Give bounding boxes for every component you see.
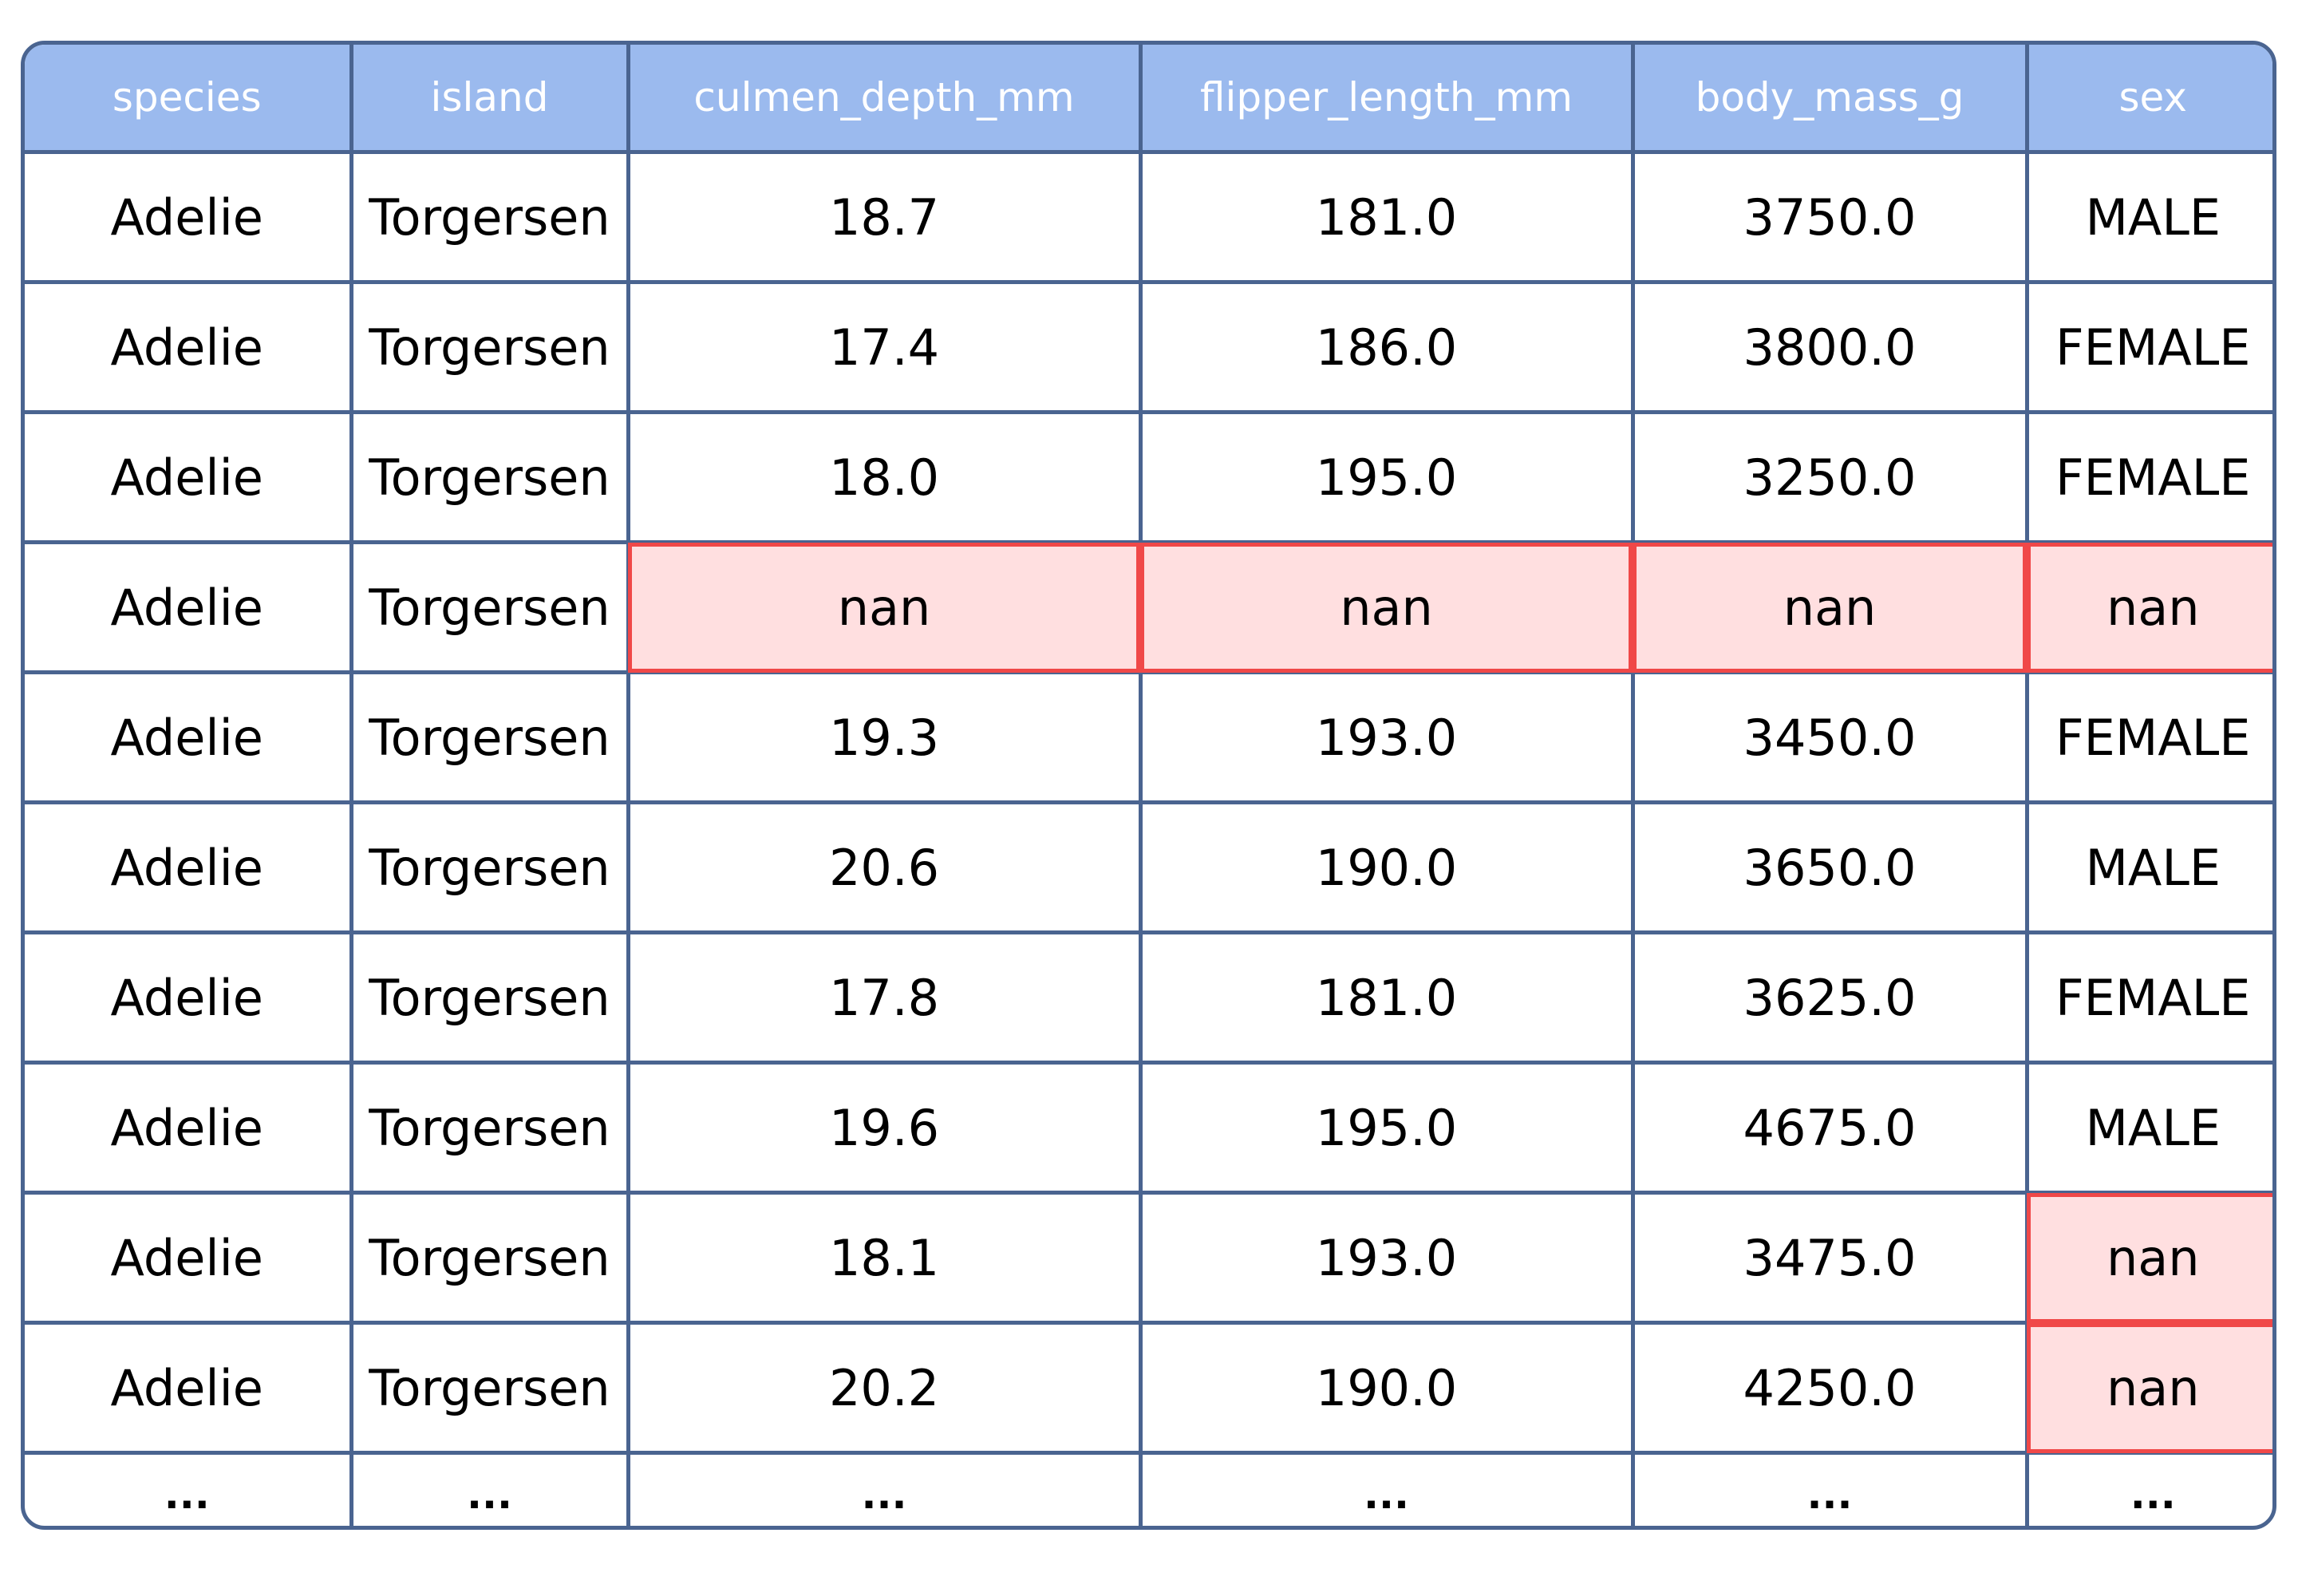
table-cell: 4250.0: [1630, 1321, 2029, 1455]
table-cell: Torgersen: [349, 1321, 630, 1455]
table-cell: 181.0: [1138, 930, 1635, 1065]
column-header-sex: sex: [2024, 45, 2272, 154]
ellipsis-cell: ...: [25, 1451, 353, 1526]
table-cell: 195.0: [1138, 410, 1635, 544]
ellipsis-cell: ...: [626, 1451, 1143, 1526]
table-cell: MALE: [2024, 1061, 2272, 1195]
ellipsis-cell: ...: [1630, 1451, 2029, 1526]
missing-value-cell: nan: [1630, 540, 2029, 674]
table-cell: 190.0: [1138, 800, 1635, 934]
missing-value-cell: nan: [2024, 1191, 2272, 1325]
ellipsis-cell: ...: [349, 1451, 630, 1526]
table-cell: Torgersen: [349, 670, 630, 804]
column-header-island: island: [349, 45, 630, 154]
table-cell: MALE: [2024, 150, 2272, 284]
table-cell: 186.0: [1138, 280, 1635, 414]
table-cell: 20.2: [626, 1321, 1143, 1455]
table-cell: Adelie: [25, 410, 353, 544]
column-header-species: species: [25, 45, 353, 154]
table-cell: Torgersen: [349, 800, 630, 934]
table-cell: FEMALE: [2024, 670, 2272, 804]
column-header-body-mass-g: body_mass_g: [1630, 45, 2029, 154]
ellipsis-cell: ...: [2024, 1451, 2272, 1526]
table-cell: FEMALE: [2024, 410, 2272, 544]
table-cell: Torgersen: [349, 410, 630, 544]
table-cell: 18.1: [626, 1191, 1143, 1325]
table-cell: Adelie: [25, 280, 353, 414]
table-cell: 19.6: [626, 1061, 1143, 1195]
table-cell: 3750.0: [1630, 150, 2029, 284]
missing-value-cell: nan: [2024, 1321, 2272, 1455]
missing-value-cell: nan: [2024, 540, 2272, 674]
table-cell: 19.3: [626, 670, 1143, 804]
table-cell: 181.0: [1138, 150, 1635, 284]
table-cell: FEMALE: [2024, 280, 2272, 414]
table-cell: 195.0: [1138, 1061, 1635, 1195]
table-cell: Adelie: [25, 150, 353, 284]
missing-value-cell: nan: [626, 540, 1143, 674]
table-cell: 17.8: [626, 930, 1143, 1065]
table-cell: 3625.0: [1630, 930, 2029, 1065]
table-cell: 190.0: [1138, 1321, 1635, 1455]
table-cell: Adelie: [25, 670, 353, 804]
missing-value-cell: nan: [1138, 540, 1635, 674]
ellipsis-row: ..................: [25, 1451, 2272, 1526]
table-cell: 193.0: [1138, 1191, 1635, 1325]
table-cell: 3450.0: [1630, 670, 2029, 804]
table-cell: 3250.0: [1630, 410, 2029, 544]
table-cell: 3650.0: [1630, 800, 2029, 934]
column-header-flipper-length-mm: flipper_length_mm: [1138, 45, 1635, 154]
table-cell: Adelie: [25, 540, 353, 674]
table-cell: 20.6: [626, 800, 1143, 934]
table-cell: Torgersen: [349, 1191, 630, 1325]
table-cell: 4675.0: [1630, 1061, 2029, 1195]
table-cell: Adelie: [25, 1061, 353, 1195]
table-cell: Torgersen: [349, 540, 630, 674]
table-cell: Torgersen: [349, 930, 630, 1065]
table-cell: Torgersen: [349, 1061, 630, 1195]
table-cell: Torgersen: [349, 150, 630, 284]
table-cell: 18.7: [626, 150, 1143, 284]
ellipsis-cell: ...: [1138, 1451, 1635, 1526]
column-header-culmen-depth-mm: culmen_depth_mm: [626, 45, 1143, 154]
table-cell: 18.0: [626, 410, 1143, 544]
table-cell: 17.4: [626, 280, 1143, 414]
table-cell: MALE: [2024, 800, 2272, 934]
table-cell: Adelie: [25, 930, 353, 1065]
table-cell: Adelie: [25, 1321, 353, 1455]
table-cell: Torgersen: [349, 280, 630, 414]
table-cell: 3800.0: [1630, 280, 2029, 414]
table-cell: 3475.0: [1630, 1191, 2029, 1325]
table-cell: Adelie: [25, 1191, 353, 1325]
table-cell: 193.0: [1138, 670, 1635, 804]
table-cell: FEMALE: [2024, 930, 2272, 1065]
table-cell: Adelie: [25, 800, 353, 934]
